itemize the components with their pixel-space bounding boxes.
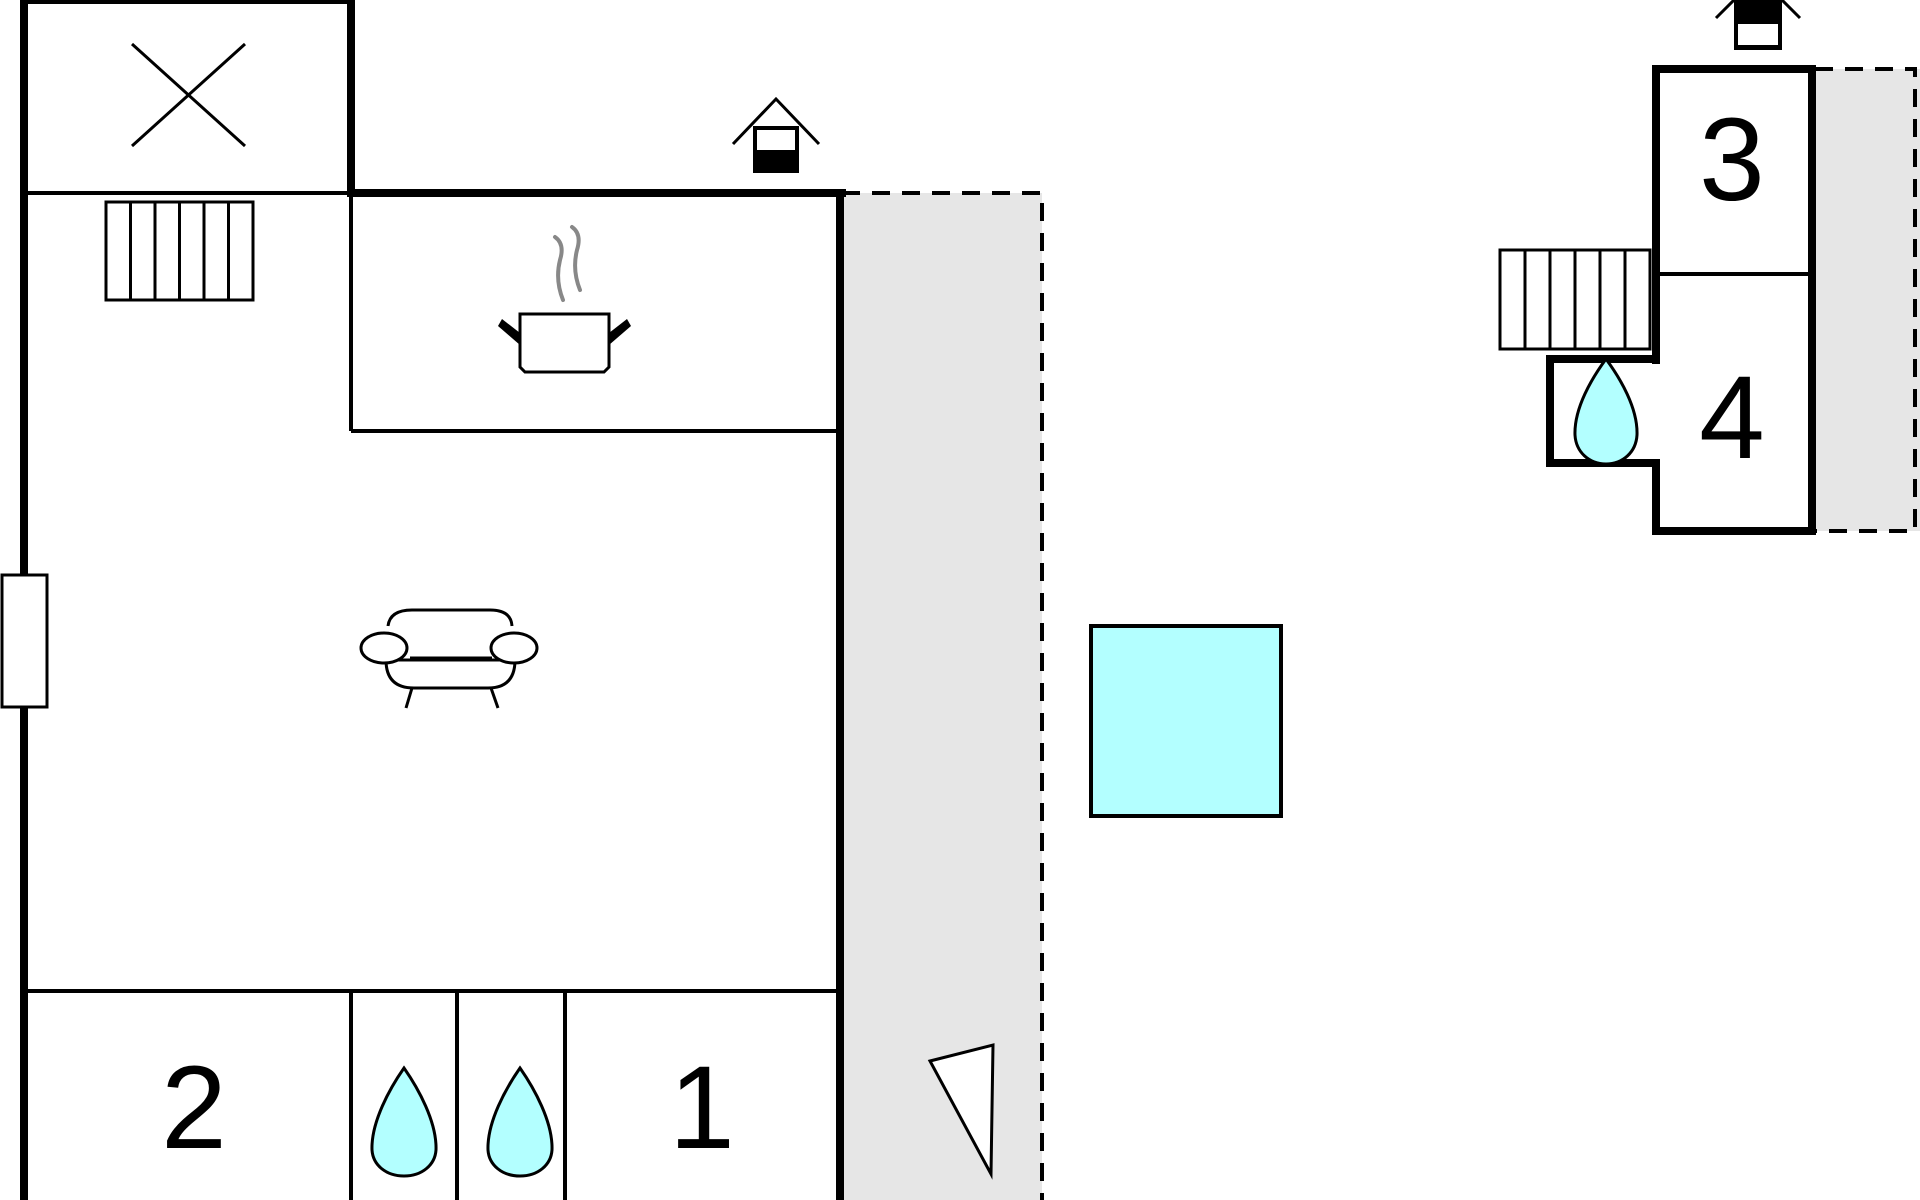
room-number-4: 4 — [1699, 352, 1765, 484]
shower-icon — [1573, 356, 1639, 466]
sofa-icon — [359, 608, 539, 709]
main-walls — [20, 0, 846, 1200]
terrace-main — [842, 193, 1042, 1200]
door-icon — [0, 573, 49, 709]
terrace-icon — [927, 1043, 995, 1180]
fireplace-icon — [130, 42, 247, 148]
entrance-icon — [1714, 0, 1802, 50]
room-number-1: 1 — [669, 1042, 735, 1174]
radiator-icon — [104, 200, 255, 302]
room-number-3: 3 — [1699, 94, 1765, 226]
entrance-icon — [731, 96, 821, 173]
main-interior-walls — [24, 191, 836, 1200]
main-building: 2 1 — [0, 0, 1044, 1200]
radiator-icon — [1498, 248, 1652, 351]
terrace-main-dashed-edge — [842, 191, 1044, 1200]
annex-building: 3 4 — [1498, 0, 1920, 535]
terrace-annex — [1815, 69, 1920, 531]
kitchen-pot-icon — [498, 225, 631, 374]
shower-icon — [370, 1065, 438, 1178]
room-number-2: 2 — [161, 1042, 227, 1174]
shower-icon — [486, 1065, 554, 1178]
pool-icon — [1089, 624, 1283, 818]
terrace-annex-dashed-edge — [1815, 67, 1917, 533]
